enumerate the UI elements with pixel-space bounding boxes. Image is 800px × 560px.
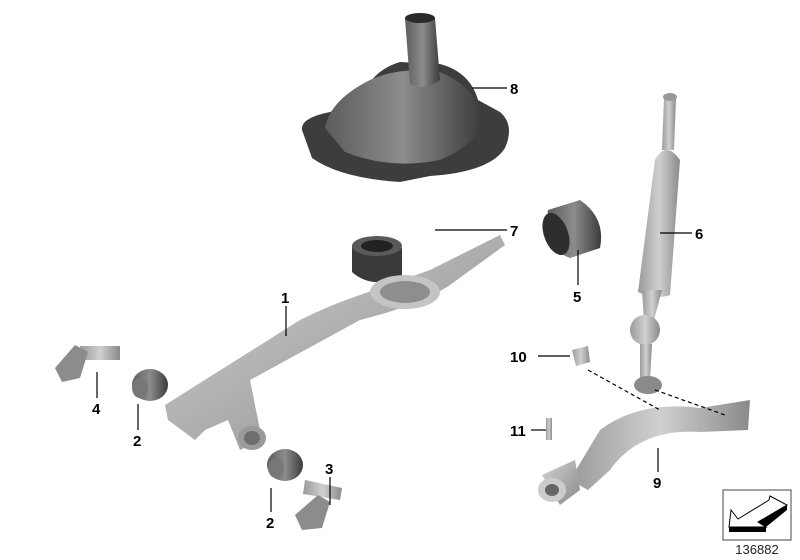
part-9-linkage	[538, 400, 750, 505]
assembly-line	[654, 389, 726, 416]
part-6-shift-lever	[630, 93, 680, 394]
callout-9: 9	[653, 475, 661, 492]
callout-3: 3	[325, 461, 333, 478]
part-11-pin	[546, 418, 552, 440]
part-8-shift-boot	[301, 13, 509, 182]
callout-6: 6	[695, 226, 703, 243]
part-1-selector-arm	[165, 235, 505, 450]
part-10-clip	[572, 346, 590, 366]
part-3-bolt	[295, 480, 342, 530]
callout-10: 10	[510, 349, 527, 366]
callout-8: 8	[510, 81, 518, 98]
reference-number: 136882	[735, 542, 778, 557]
callout-5: 5	[573, 289, 581, 306]
part-4-bolt	[55, 345, 120, 382]
part-5-sleeve	[542, 200, 602, 258]
callout-2: 2	[133, 433, 141, 450]
callout-1: 1	[281, 290, 289, 307]
part-2-bushing	[132, 369, 168, 401]
callout-7: 7	[510, 223, 518, 240]
part-7-bushing	[352, 236, 402, 283]
arrow-down-left-icon	[722, 489, 792, 541]
callout-4: 4	[92, 401, 101, 418]
part-2-bushing	[267, 449, 303, 481]
callout-11: 11	[510, 423, 526, 440]
callout-2b: 2	[266, 515, 274, 532]
